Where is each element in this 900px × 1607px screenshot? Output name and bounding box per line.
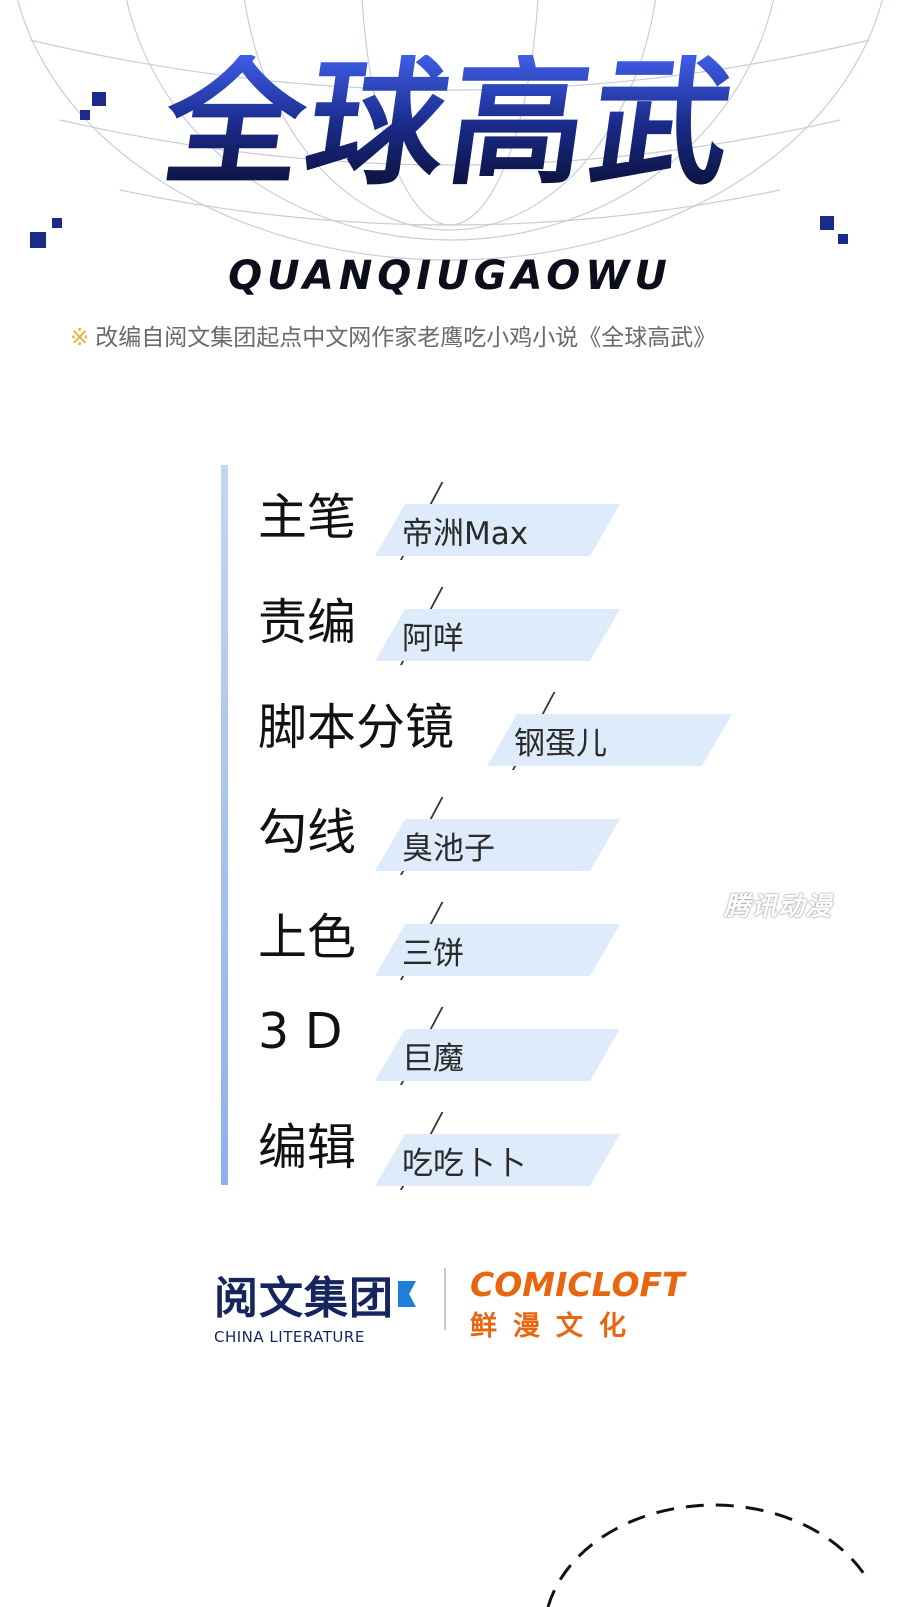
comicloft-en: COMICLOFT xyxy=(470,1265,685,1304)
credits-side-bar xyxy=(221,465,228,1185)
credit-name: 帝洲Max xyxy=(402,516,529,552)
credit-row: 3 D 巨魔 xyxy=(240,995,800,1103)
china-literature-en: CHINA LITERATURE xyxy=(214,1328,365,1346)
note-text: 改编自阅文集团起点中文网作家老鹰吃小鸡小说《全球高武》 xyxy=(95,325,717,351)
title-logo-chinese: 全球高武 xyxy=(0,43,900,204)
pixel-block-deco xyxy=(52,218,62,228)
flag-icon xyxy=(398,1281,416,1307)
china-literature-logo: 阅文集团 CHINA LITERATURE xyxy=(214,1262,416,1346)
title-logo-romanized: QUANQIUGAOWU xyxy=(228,253,672,299)
comicloft-logo: COMICLOFT 鲜漫文化 xyxy=(470,1265,685,1343)
credit-role: 3 D xyxy=(258,1003,343,1060)
credit-name: 巨魔 xyxy=(402,1041,464,1077)
credit-row: 编辑 吃吃卜卜 xyxy=(240,1100,800,1208)
tencent-comics-watermark: 腾讯动漫 xyxy=(724,892,833,922)
credit-role: 勾线 xyxy=(258,804,357,861)
adaptation-note: ※改编自阅文集团起点中文网作家老鹰吃小鸡小说《全球高武》 xyxy=(70,318,890,352)
china-literature-cn: 阅文集团 xyxy=(214,1262,416,1326)
credit-name: 钢蛋儿 xyxy=(514,726,607,762)
pixel-block-deco xyxy=(838,234,848,244)
credit-row: 勾线 臭池子 xyxy=(240,785,800,893)
credit-role: 编辑 xyxy=(258,1119,357,1176)
pixel-block-deco xyxy=(92,92,106,106)
credit-name: 臭池子 xyxy=(402,831,495,867)
credit-row: 主笔 帝洲Max xyxy=(240,470,800,578)
credit-name: 阿咩 xyxy=(402,621,464,657)
credit-row: 脚本分镜 钢蛋儿 xyxy=(240,680,800,788)
pixel-block-deco xyxy=(80,110,90,120)
pixel-block-deco xyxy=(30,232,46,248)
comicloft-cn: 鲜漫文化 xyxy=(470,1311,642,1342)
globe-grid-decoration xyxy=(17,0,883,261)
note-mark: ※ xyxy=(70,325,90,351)
pixel-block-deco xyxy=(820,216,834,230)
logo-divider xyxy=(444,1268,446,1330)
credit-role: 责编 xyxy=(258,594,357,651)
credit-role: 主笔 xyxy=(258,489,357,546)
dashed-circle-decoration xyxy=(546,1503,870,1607)
credit-role: 脚本分镜 xyxy=(258,699,455,756)
credit-name: 三饼 xyxy=(402,936,464,972)
credit-name: 吃吃卜卜 xyxy=(402,1146,526,1182)
credit-row: 上色 三饼 xyxy=(240,890,800,998)
credit-row: 责编 阿咩 xyxy=(240,575,800,683)
credit-role: 上色 xyxy=(258,909,357,966)
